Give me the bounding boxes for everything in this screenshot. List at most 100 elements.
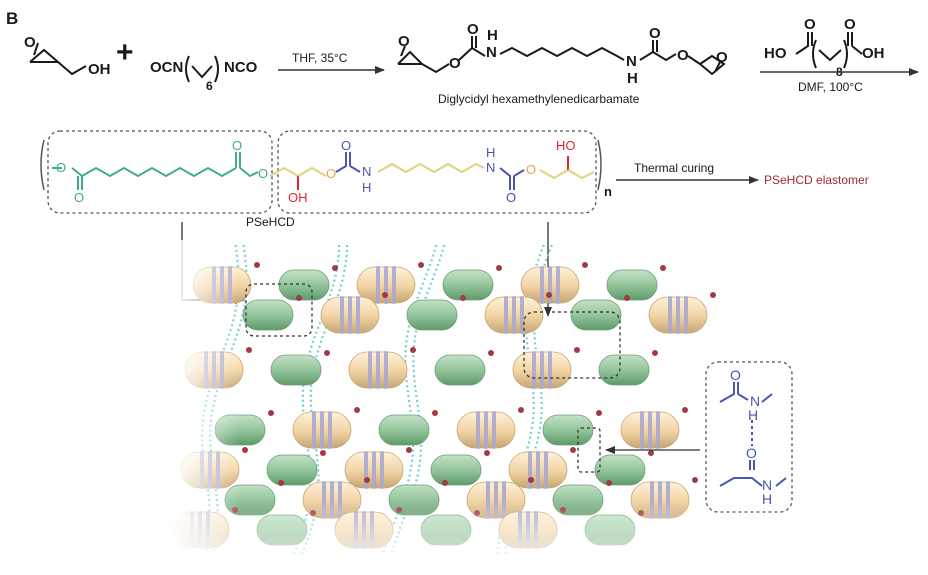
- hydroxyl-dot: [488, 350, 494, 356]
- urethane-band: [340, 296, 344, 334]
- urethane-band: [372, 451, 376, 489]
- hydroxyl-dot: [574, 347, 580, 353]
- inset-n-top: N: [750, 393, 760, 409]
- urethane-carbonyl-2: O: [506, 190, 516, 205]
- urethane-band: [556, 266, 560, 304]
- dicarbamate-structure: [397, 36, 726, 76]
- hdi-left-group: OCN: [150, 59, 183, 76]
- ester-segment: [598, 354, 650, 386]
- urethane-band: [540, 266, 544, 304]
- hydroxyl-dot: [528, 477, 534, 483]
- hydroxyl-dot: [648, 450, 654, 456]
- curing-label: Thermal curing: [634, 161, 714, 175]
- carbonyl-oxygen-left: O: [467, 21, 479, 38]
- urethane-band: [684, 296, 688, 334]
- repeat-bracket-left: [40, 139, 45, 191]
- acid-carbonyl-left: O: [804, 16, 816, 33]
- ester-segment: [442, 269, 494, 301]
- ester-segment: [542, 414, 594, 446]
- urethane-band: [384, 266, 388, 304]
- hydroxyl-dot: [296, 295, 302, 301]
- glycidol-structure: [29, 42, 87, 76]
- hydroxyl-dot: [268, 410, 274, 416]
- urethane-band: [656, 411, 660, 449]
- ester-segment: [278, 269, 330, 301]
- ester-segment: [594, 454, 646, 486]
- hbond-strand: [300, 244, 349, 556]
- ester-segment-box: [47, 130, 273, 214]
- urethane-band: [380, 451, 384, 489]
- inset-h-top: H: [748, 407, 758, 423]
- epoxide-oxygen-right: O: [716, 49, 728, 66]
- product-name: Diglycidyl hexamethylenedicarbamate: [438, 92, 640, 106]
- urethane-h-left: H: [362, 180, 371, 195]
- plus-sign: +: [116, 36, 134, 69]
- urethane-band: [504, 296, 508, 334]
- urethane-segment-box: [277, 130, 597, 214]
- hydroxyl-dot: [364, 477, 370, 483]
- reaction1-conditions: THF, 35°C: [292, 51, 348, 65]
- urethane-band: [548, 266, 552, 304]
- ester-oxygen-right: O: [677, 47, 689, 64]
- ester-oxygen-left: O: [449, 55, 461, 72]
- urethane-band: [320, 411, 324, 449]
- acid-carbonyl-right: O: [844, 16, 856, 33]
- urethane-band: [376, 266, 380, 304]
- hdi-chain: [185, 55, 219, 83]
- inset-h-bottom: H: [762, 491, 772, 507]
- urethane-oxygen-1: O: [326, 166, 336, 181]
- urethane-band: [668, 296, 672, 334]
- hydroxyl-dot: [624, 295, 630, 301]
- hydroxyl-dot: [710, 292, 716, 298]
- hbond-strand: [292, 244, 341, 556]
- network-fade-bottom: [170, 500, 690, 570]
- polymer-name: PSeHCD: [246, 215, 295, 229]
- hbond-amide-pair: [719, 382, 787, 487]
- hydroxyl-dot: [324, 350, 330, 356]
- urethane-band: [520, 296, 524, 334]
- hydroxyl-dot: [354, 407, 360, 413]
- urethane-h-right: H: [486, 145, 495, 160]
- urethane-band: [640, 411, 644, 449]
- ester-segment: [270, 354, 322, 386]
- elastomer-label: PSeHCD elastomer: [764, 173, 869, 187]
- hydroxyl-dot: [332, 265, 338, 271]
- hydroxyl-dot: [418, 262, 424, 268]
- sebacic-acid-structure: [795, 32, 863, 69]
- hydroxyl-top: HO: [556, 138, 576, 153]
- hydroxyl-dot: [406, 447, 412, 453]
- glycidol-oxygen: O: [24, 34, 36, 51]
- urethane-band: [312, 411, 316, 449]
- ester-segment: [266, 454, 318, 486]
- ester-segment: [570, 299, 622, 331]
- hydroxyl-dot: [484, 450, 490, 456]
- hydroxyl-dot: [496, 265, 502, 271]
- network-ester-highlight: [245, 283, 313, 337]
- hydroxyl-dot: [582, 262, 588, 268]
- nh-lower-n: N: [626, 53, 637, 70]
- ester-chain: [52, 152, 259, 190]
- repeat-subscript: n: [604, 184, 612, 199]
- hdi-right-group: NCO: [224, 59, 258, 76]
- urethane-band: [548, 351, 552, 389]
- ester-segment: [378, 414, 430, 446]
- hydroxyl-bottom: OH: [288, 190, 308, 205]
- hydroxyl-dot: [682, 407, 688, 413]
- epoxide-oxygen-left: O: [398, 33, 410, 50]
- urethane-band: [368, 351, 372, 389]
- hydroxyl-dot: [382, 292, 388, 298]
- nh-upper-h: H: [487, 27, 498, 44]
- urethane-oxygen-2: O: [526, 162, 536, 177]
- hydroxyl-dot: [518, 407, 524, 413]
- hydroxyl-dot: [442, 480, 448, 486]
- acid-ho-left: HO: [764, 45, 787, 62]
- hydroxyl-dot: [278, 480, 284, 486]
- urethane-band: [356, 296, 360, 334]
- hydroxyl-dot: [652, 350, 658, 356]
- urethane-band: [512, 296, 516, 334]
- urethane-band: [328, 411, 332, 449]
- inset-carbonyl-bottom: O: [746, 445, 757, 461]
- hydroxyl-dot: [432, 410, 438, 416]
- ester-segment: [242, 299, 294, 331]
